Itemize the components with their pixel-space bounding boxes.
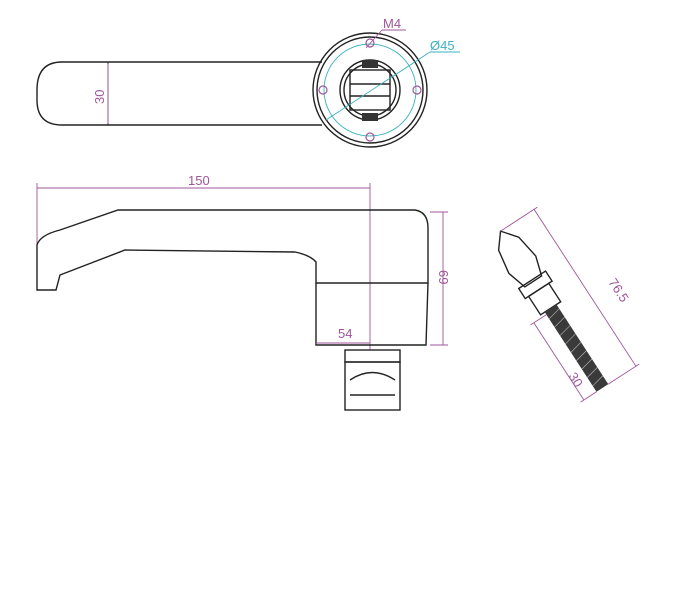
base-dimension-label: 54	[338, 326, 352, 341]
screw-view: 76.5 30	[497, 206, 640, 403]
total-length-label: 76.5	[605, 275, 631, 304]
thread-length-label: 30	[565, 369, 585, 389]
width-dimension-label: 30	[92, 90, 107, 104]
length-dimension-label: 150	[188, 173, 210, 188]
thread-label: M4	[383, 16, 401, 31]
height-dimension-label: 69	[436, 270, 451, 284]
top-view: 30 Ø45 M4	[36, 16, 460, 148]
front-view: 150 69 54	[36, 173, 451, 411]
diameter-dimension-label: Ø45	[430, 38, 455, 53]
